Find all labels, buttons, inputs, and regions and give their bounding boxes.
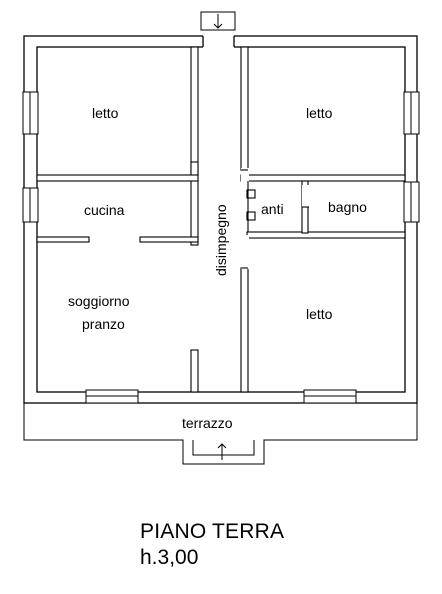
room-label-letto-top-left: letto [92, 105, 119, 121]
entrance-step [200, 11, 236, 31]
room-label-letto-bottom-right: letto [306, 306, 333, 322]
floor-title: PIANO TERRA [140, 520, 285, 543]
terrace [23, 403, 418, 465]
room-label-soggiorno: soggiorno [68, 293, 130, 309]
bottom-windows [85, 389, 357, 404]
room-label-pranzo: pranzo [82, 316, 125, 332]
room-label-cucina: cucina [84, 202, 125, 218]
door-jambs [241, 169, 309, 269]
room-label-bagno: bagno [328, 199, 367, 215]
entrance-opening [202, 35, 235, 48]
door-openings [241, 168, 309, 269]
room-label-letto-top-right: letto [306, 105, 333, 121]
room-label-disimpegno: disimpegno [213, 204, 229, 276]
left-windows [22, 91, 39, 223]
room-label-terrazzo: terrazzo [182, 415, 233, 431]
floor-height: h.3,00 [140, 546, 199, 569]
room-label-anti: anti [261, 201, 284, 217]
right-windows [403, 91, 420, 223]
